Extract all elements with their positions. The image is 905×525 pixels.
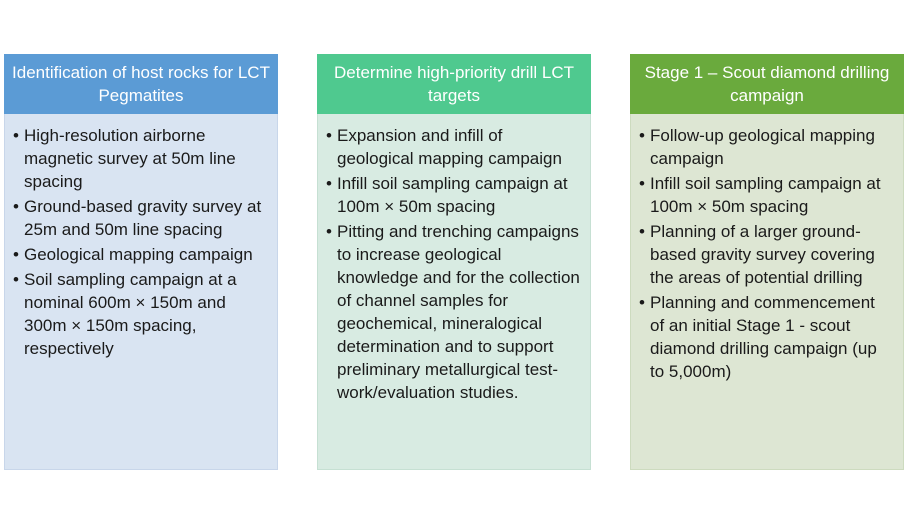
bullet-item: • Planning and commencement of an initial… [639, 291, 893, 383]
column-body: • Follow-up geological mapping campaign •… [630, 114, 904, 470]
bullet-item: • Planning of a larger ground-based gravi… [639, 220, 893, 289]
bullet-item: • High-resolution airborne magnetic surve… [13, 124, 267, 193]
bullet-text: Pitting and trenching campaigns to incre… [337, 222, 580, 402]
stage-column-scout-drilling: Stage 1 – Scout diamond drilling campaig… [630, 54, 904, 470]
bullet-item: • Soil sampling campaign at a nominal 600… [13, 268, 267, 360]
bullet-icon: • [326, 222, 332, 241]
bullet-list: • Follow-up geological mapping campaign •… [639, 124, 893, 383]
column-body: • Expansion and infill of geological mapp… [317, 114, 591, 470]
column-header: Stage 1 – Scout diamond drilling campaig… [630, 54, 904, 114]
bullet-icon: • [639, 222, 645, 241]
bullet-text: Soil sampling campaign at a nominal 600m… [24, 270, 237, 358]
stage-column-drill-targets: Determine high-priority drill LCT target… [317, 54, 591, 470]
bullet-list: • High-resolution airborne magnetic surve… [13, 124, 267, 360]
bullet-icon: • [13, 126, 19, 145]
bullet-icon: • [326, 174, 332, 193]
bullet-item: • Expansion and infill of geological mapp… [326, 124, 580, 170]
bullet-text: Geological mapping campaign [24, 245, 253, 264]
stage-column-host-rocks: Identification of host rocks for LCT Peg… [4, 54, 278, 470]
bullet-list: • Expansion and infill of geological mapp… [326, 124, 580, 404]
bullet-icon: • [13, 197, 19, 216]
bullet-item: • Infill soil sampling campaign at 100m ×… [639, 172, 893, 218]
bullet-item: • Pitting and trenching campaigns to incr… [326, 220, 580, 404]
bullet-text: Planning and commencement of an initial … [650, 293, 877, 381]
bullet-item: • Follow-up geological mapping campaign [639, 124, 893, 170]
bullet-icon: • [639, 126, 645, 145]
column-header: Identification of host rocks for LCT Peg… [4, 54, 278, 114]
bullet-text: Ground-based gravity survey at 25m and 5… [24, 197, 262, 239]
bullet-text: Planning of a larger ground-based gravit… [650, 222, 875, 287]
bullet-text: Expansion and infill of geological mappi… [337, 126, 562, 168]
bullet-item: • Infill soil sampling campaign at 100m ×… [326, 172, 580, 218]
bullet-text: Infill soil sampling campaign at 100m × … [337, 174, 568, 216]
column-header: Determine high-priority drill LCT target… [317, 54, 591, 114]
bullet-icon: • [13, 245, 19, 264]
bullet-icon: • [639, 174, 645, 193]
column-body: • High-resolution airborne magnetic surve… [4, 114, 278, 470]
bullet-icon: • [326, 126, 332, 145]
bullet-icon: • [639, 293, 645, 312]
bullet-icon: • [13, 270, 19, 289]
bullet-text: Follow-up geological mapping campaign [650, 126, 875, 168]
bullet-text: Infill soil sampling campaign at 100m × … [650, 174, 881, 216]
bullet-text: High-resolution airborne magnetic survey… [24, 126, 236, 191]
bullet-item: • Ground-based gravity survey at 25m and … [13, 195, 267, 241]
bullet-item: • Geological mapping campaign [13, 243, 267, 266]
